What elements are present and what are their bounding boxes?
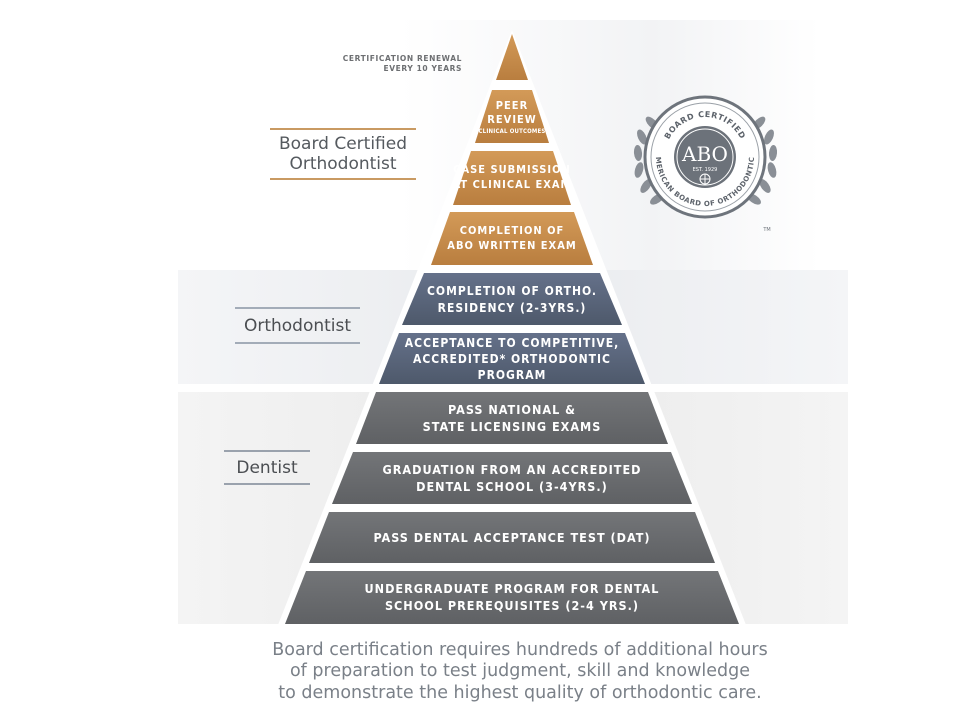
caption: Board certification requires hundreds of… [170,640,870,704]
apex-tier [496,34,528,80]
written-exam-label: COMPLETION OF ABO WRITTEN EXAM [447,224,577,252]
case-submission-tier [453,151,571,205]
dat-tier [309,512,715,563]
peer-review-title: PEER REVIEW [487,98,537,127]
case-submission-label: CASE SUBMISSION AT CLINICAL EXAM [452,163,572,191]
acceptance-program-tier [379,333,645,384]
seal-emblem-icon [699,173,711,185]
licensing-label: PASS NATIONAL & STATE LICENSING EXAMS [422,401,602,434]
seal-tm: TM [762,227,770,233]
caption-line-2: of preparation to test judgment, skill a… [289,661,751,682]
undergrad-tier [285,571,739,624]
seal-abbr: ABO [681,142,728,166]
abo-seal-logo: BOARD CERTIFIED AMERICAN BOARD OF ORTHOD… [628,85,778,233]
category-orthodontist: Orthodontist [235,307,360,344]
caption-line-1: Board certification requires hundreds of… [272,640,768,660]
licensing-tier [356,392,668,444]
peer-review-tier [475,90,549,143]
peer-review-label: PEER REVIEW (CLINICAL OUTCOMES) [472,92,552,142]
laurel-icon [633,116,778,205]
acceptance-program-label: ACCEPTANCE TO COMPETITIVE, ACCREDITED* O… [404,335,620,383]
graduation-label: GRADUATION FROM AN ACCREDITED DENTAL SCH… [382,461,642,494]
dat-label: PASS DENTAL ACCEPTANCE TEST (DAT) [373,529,651,545]
undergrad-label: UNDERGRADUATE PROGRAM FOR DENTAL SCHOOL … [364,581,660,613]
seal-est: EST. 1929 [693,167,718,173]
category-board-certified: Board Certified Orthodontist [270,128,416,180]
graduation-tier [332,452,692,504]
renewal-note: CERTIFICATION RENEWAL EVERY 10 YEARS [342,54,462,74]
caption-line-3: to demonstrate the highest quality of or… [278,682,762,703]
residency-label: COMPLETION OF ORTHO. RESIDENCY (2-3YRS.) [426,284,598,315]
residency-tier [402,273,622,325]
written-exam-tier [431,212,593,265]
category-dentist: Dentist [224,450,310,485]
peer-review-subtitle: (CLINICAL OUTCOMES) [475,128,549,136]
